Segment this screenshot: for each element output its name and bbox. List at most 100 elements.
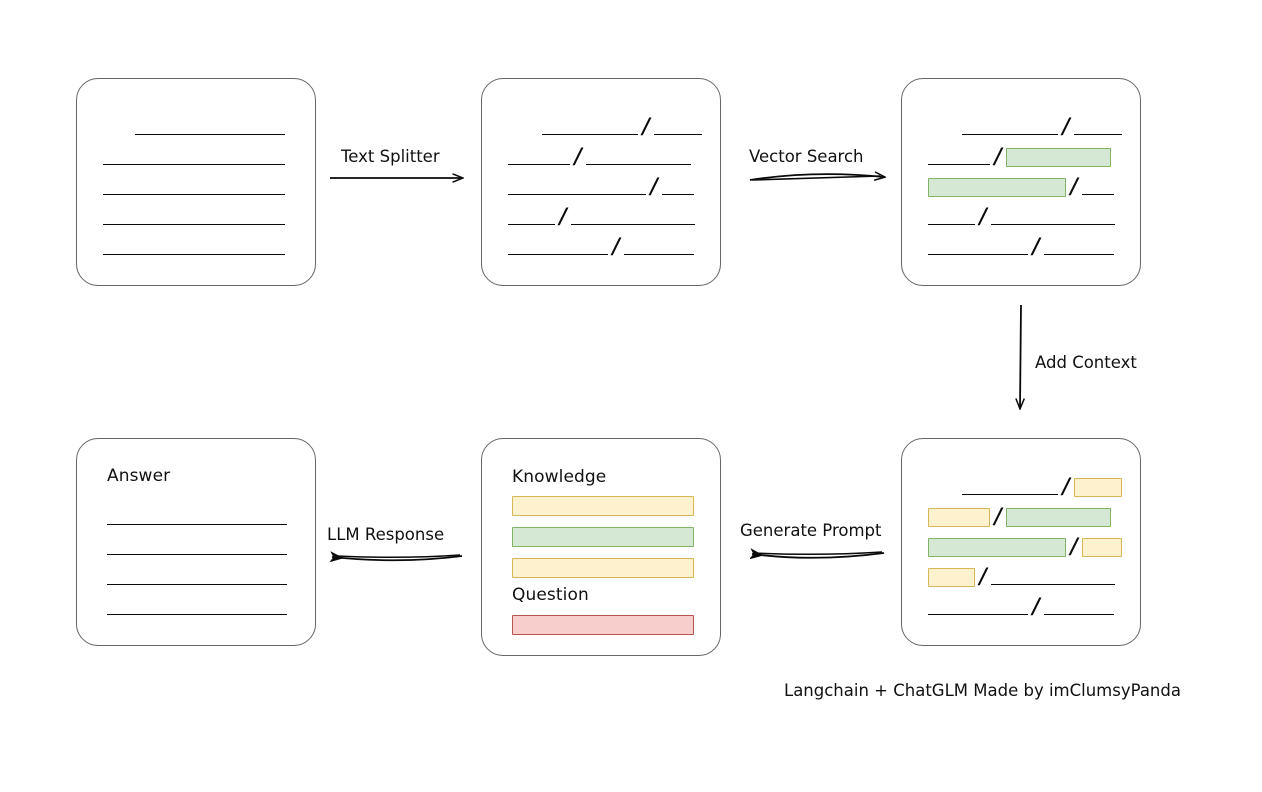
text-row [135, 117, 285, 137]
edge-label-text-splitter: Text Splitter [341, 147, 440, 166]
edge-label-add-context: Add Context [1035, 353, 1137, 372]
slash-separator: / [650, 173, 658, 198]
node-source-document[interactable] [76, 78, 316, 286]
text-row [103, 177, 285, 197]
node-split-chunks[interactable]: / / / / / [481, 78, 721, 286]
node-context-added-chunks[interactable]: / / / / / [901, 438, 1141, 646]
text-line-segment [103, 177, 285, 197]
text-row: / [508, 203, 695, 228]
knowledge-bar-1 [512, 496, 694, 516]
text-line-segment [508, 177, 646, 197]
slash-separator: / [994, 503, 1002, 528]
text-line-segment [508, 207, 555, 227]
text-line-segment [1074, 117, 1122, 137]
text-row: / [928, 233, 1114, 258]
text-line-segment [135, 117, 285, 137]
edge-label-llm-response: LLM Response [327, 525, 445, 544]
highlight-chip-green [1006, 147, 1111, 167]
edge-vector-search [749, 174, 884, 180]
highlight-chip-yellow [1074, 477, 1122, 497]
slash-separator: / [1062, 113, 1070, 138]
slash-separator: / [612, 233, 620, 258]
text-row: / [928, 533, 1122, 558]
node-answer[interactable]: Answer [76, 438, 316, 646]
text-row [107, 567, 287, 587]
text-line-segment [928, 207, 975, 227]
text-line-segment [508, 237, 608, 257]
text-row: / [928, 593, 1114, 618]
text-line-segment [586, 147, 691, 167]
text-line-segment [928, 237, 1028, 257]
text-line-segment [1082, 177, 1114, 197]
text-row [103, 237, 285, 257]
slash-separator: / [642, 113, 650, 138]
slash-separator: / [1032, 233, 1040, 258]
diagram-caption: Langchain + ChatGLM Made by imClumsyPand… [784, 681, 1181, 700]
text-row: / [508, 143, 691, 168]
text-line-segment [991, 567, 1115, 587]
text-row [107, 507, 287, 527]
text-line-segment [624, 237, 694, 257]
slash-separator: / [559, 203, 567, 228]
text-row: / [928, 143, 1111, 168]
text-row [107, 597, 287, 617]
text-row: / [508, 233, 694, 258]
text-line-segment [107, 507, 287, 527]
text-row: / [962, 113, 1122, 138]
highlight-chip-yellow [928, 507, 990, 527]
text-line-segment [1044, 597, 1114, 617]
highlight-chip-green [928, 177, 1066, 197]
edge-generate-prompt [752, 552, 885, 558]
highlight-chip-yellow [1082, 537, 1122, 557]
edge-label-vector-search: Vector Search [749, 147, 864, 166]
node-prompt[interactable]: Knowledge Question [481, 438, 721, 656]
text-row: / [928, 563, 1115, 588]
text-line-segment [1044, 237, 1114, 257]
text-line-segment [107, 537, 287, 557]
node-vector-search-hits[interactable]: / / / / / [901, 78, 1141, 286]
knowledge-bar-2 [512, 527, 694, 547]
text-line-segment [962, 477, 1058, 497]
slash-separator: / [979, 563, 987, 588]
answer-title: Answer [107, 466, 171, 486]
slash-separator: / [1062, 473, 1070, 498]
highlight-chip-yellow [928, 567, 975, 587]
text-row: / [962, 473, 1122, 498]
slash-separator: / [994, 143, 1002, 168]
slash-separator: / [1070, 173, 1078, 198]
slash-separator: / [574, 143, 582, 168]
text-line-segment [571, 207, 695, 227]
question-bar-1 [512, 615, 694, 635]
text-line-segment [103, 207, 285, 227]
text-line-segment [962, 117, 1058, 137]
text-line-segment [928, 597, 1028, 617]
text-row [107, 537, 287, 557]
edge-add-context [1020, 304, 1021, 408]
slash-separator: / [1032, 593, 1040, 618]
text-row: / [928, 203, 1115, 228]
text-line-segment [991, 207, 1115, 227]
prompt-question-title: Question [512, 585, 589, 605]
slash-separator: / [1070, 533, 1078, 558]
text-line-segment [107, 567, 287, 587]
text-line-segment [654, 117, 702, 137]
text-line-segment [103, 147, 285, 167]
text-line-segment [508, 147, 570, 167]
text-row: / [928, 173, 1114, 198]
text-row [103, 207, 285, 227]
text-line-segment [542, 117, 638, 137]
text-row: / [542, 113, 702, 138]
text-line-segment [662, 177, 694, 197]
edge-llm-response [332, 555, 463, 560]
highlight-chip-green [1006, 507, 1111, 527]
text-line-segment [928, 147, 990, 167]
knowledge-bar-3 [512, 558, 694, 578]
text-row [103, 147, 285, 167]
edge-label-generate-prompt: Generate Prompt [740, 521, 882, 540]
text-row: / [928, 503, 1111, 528]
text-line-segment [107, 597, 287, 617]
slash-separator: / [979, 203, 987, 228]
prompt-knowledge-title: Knowledge [512, 467, 607, 487]
text-line-segment [103, 237, 285, 257]
